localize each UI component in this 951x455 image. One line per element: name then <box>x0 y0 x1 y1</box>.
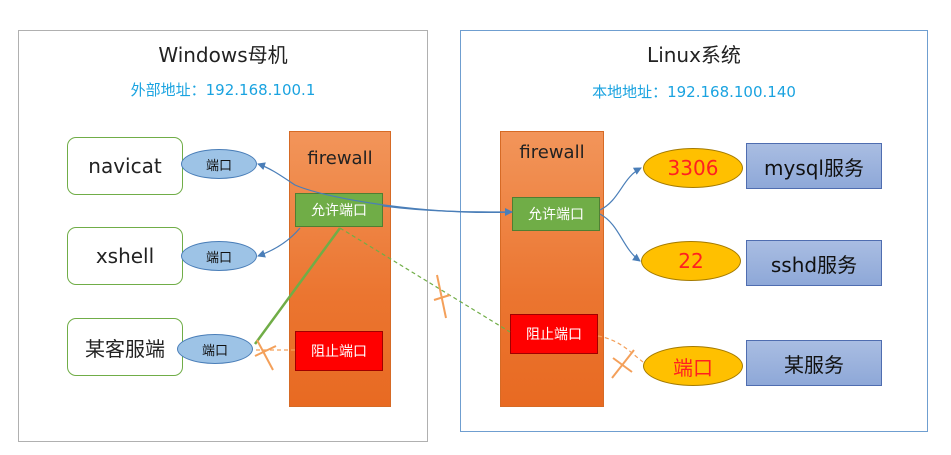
windows-block-port: 阻止端口 <box>295 331 383 371</box>
block-mark-middle-1 <box>436 274 447 319</box>
linux-block-port: 阻止端口 <box>510 314 598 354</box>
custom-service: 某服务 <box>746 340 882 386</box>
linux-blocked-dashed-line <box>597 335 644 363</box>
custom-client-port: 端口 <box>177 334 253 364</box>
allow-to-mysql-arrow <box>599 167 642 211</box>
block-mark-windows-2 <box>254 345 277 357</box>
block-mark-windows-1 <box>256 339 274 371</box>
mysql-port: 3306 <box>643 148 743 188</box>
blocked-request-dashed-line <box>339 227 511 333</box>
linux-system-title: Linux系统 <box>647 43 741 67</box>
linux-local-address: 本地地址：192.168.100.140 <box>592 83 796 101</box>
linux-firewall-label: firewall <box>519 142 585 163</box>
custom-client-outbound-line <box>253 227 342 345</box>
client-navicat: navicat <box>67 137 183 195</box>
linux-system-panel: Linux系统 本地地址：192.168.100.140 <box>460 30 928 432</box>
xshell-port: 端口 <box>181 241 257 271</box>
sshd-port: 22 <box>641 241 741 281</box>
client-custom: 某客服端 <box>67 318 183 376</box>
allow-to-sshd-arrow <box>599 213 641 262</box>
block-mark-linux-1 <box>611 349 635 379</box>
block-mark-middle-2 <box>433 294 451 301</box>
mysql-service: mysql服务 <box>746 143 882 189</box>
navicat-port: 端口 <box>181 149 257 179</box>
windows-allow-port: 允许端口 <box>295 193 383 227</box>
windows-host-panel: Windows母机 外部地址：192.168.100.1 <box>18 30 428 442</box>
sshd-service: sshd服务 <box>746 240 882 286</box>
windows-host-title: Windows母机 <box>158 43 288 67</box>
linux-firewall: firewall <box>500 131 604 407</box>
linux-allow-port: 允许端口 <box>512 197 600 231</box>
return-to-xshell-arrow <box>257 227 301 258</box>
windows-firewall-label: firewall <box>307 148 373 169</box>
custom-service-port: 端口 <box>643 346 743 386</box>
block-mark-linux-2 <box>612 357 633 373</box>
windows-external-address: 外部地址：192.168.100.1 <box>130 81 316 99</box>
return-to-navicat-arrow <box>257 162 513 213</box>
